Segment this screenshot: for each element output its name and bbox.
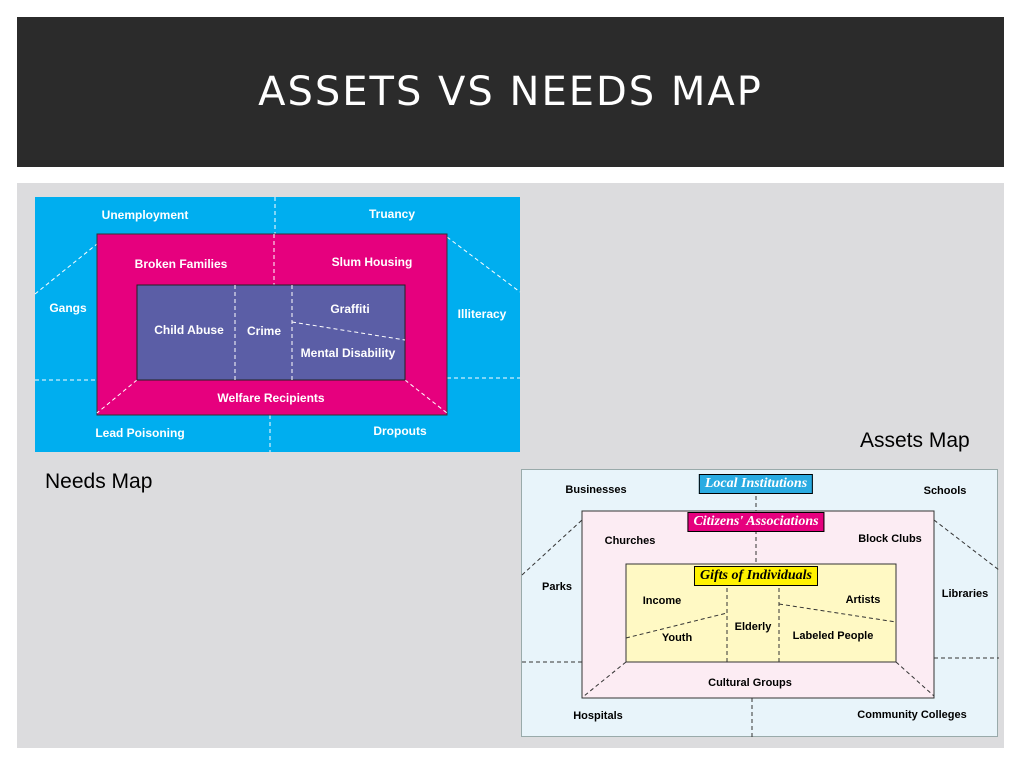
- need-lead-poisoning: Lead Poisoning: [95, 426, 185, 440]
- asset-elderly: Elderly: [734, 621, 772, 633]
- asset-income: Income: [642, 595, 682, 607]
- asset-block-clubs: Block Clubs: [858, 533, 922, 545]
- need-mental-disability: Mental Disability: [300, 346, 396, 360]
- asset-youth: Youth: [661, 632, 693, 644]
- need-broken-families: Broken Families: [134, 257, 228, 271]
- need-child-abuse: Child Abuse: [154, 323, 224, 337]
- asset-cultural-groups: Cultural Groups: [708, 677, 792, 689]
- asset-community-colleges: Community Colleges: [857, 709, 967, 721]
- slide-title: ASSETS VS NEEDS MAP: [258, 69, 763, 115]
- need-truancy: Truancy: [368, 207, 416, 221]
- assets-map-diagram: Local Institutions Citizens' Association…: [521, 469, 1000, 738]
- asset-libraries: Libraries: [941, 588, 989, 600]
- asset-hospitals: Hospitals: [573, 710, 623, 722]
- gifts-of-individuals-title: Gifts of Individuals: [693, 566, 819, 586]
- needs-map-lines: [34, 197, 521, 452]
- need-slum-housing: Slum Housing: [331, 255, 413, 269]
- title-bar: ASSETS VS NEEDS MAP: [17, 17, 1004, 167]
- need-gangs: Gangs: [49, 301, 87, 315]
- asset-artists: Artists: [845, 594, 881, 606]
- assets-inner-box: [625, 563, 897, 663]
- asset-businesses: Businesses: [565, 484, 627, 496]
- need-welfare-recipients: Welfare Recipients: [217, 391, 325, 405]
- needs-inner-box: [136, 284, 406, 381]
- asset-labeled-people: Labeled People: [792, 630, 874, 642]
- local-institutions-title: Local Institutions: [698, 474, 814, 494]
- need-graffiti: Graffiti: [330, 302, 370, 316]
- asset-parks: Parks: [542, 581, 572, 593]
- asset-churches: Churches: [604, 535, 656, 547]
- need-illiteracy: Illiteracy: [457, 307, 507, 321]
- needs-map-caption: Needs Map: [45, 470, 153, 493]
- need-crime: Crime: [246, 324, 282, 338]
- citizens-associations-title: Citizens' Associations: [687, 512, 825, 532]
- need-unemployment: Unemployment: [101, 208, 189, 222]
- needs-map-diagram: Unemployment Truancy Gangs Illiteracy Le…: [34, 197, 521, 452]
- need-dropouts: Dropouts: [373, 424, 427, 438]
- assets-map-lines: [521, 496, 1000, 738]
- assets-map-caption: Assets Map: [860, 429, 970, 452]
- asset-schools: Schools: [923, 485, 967, 497]
